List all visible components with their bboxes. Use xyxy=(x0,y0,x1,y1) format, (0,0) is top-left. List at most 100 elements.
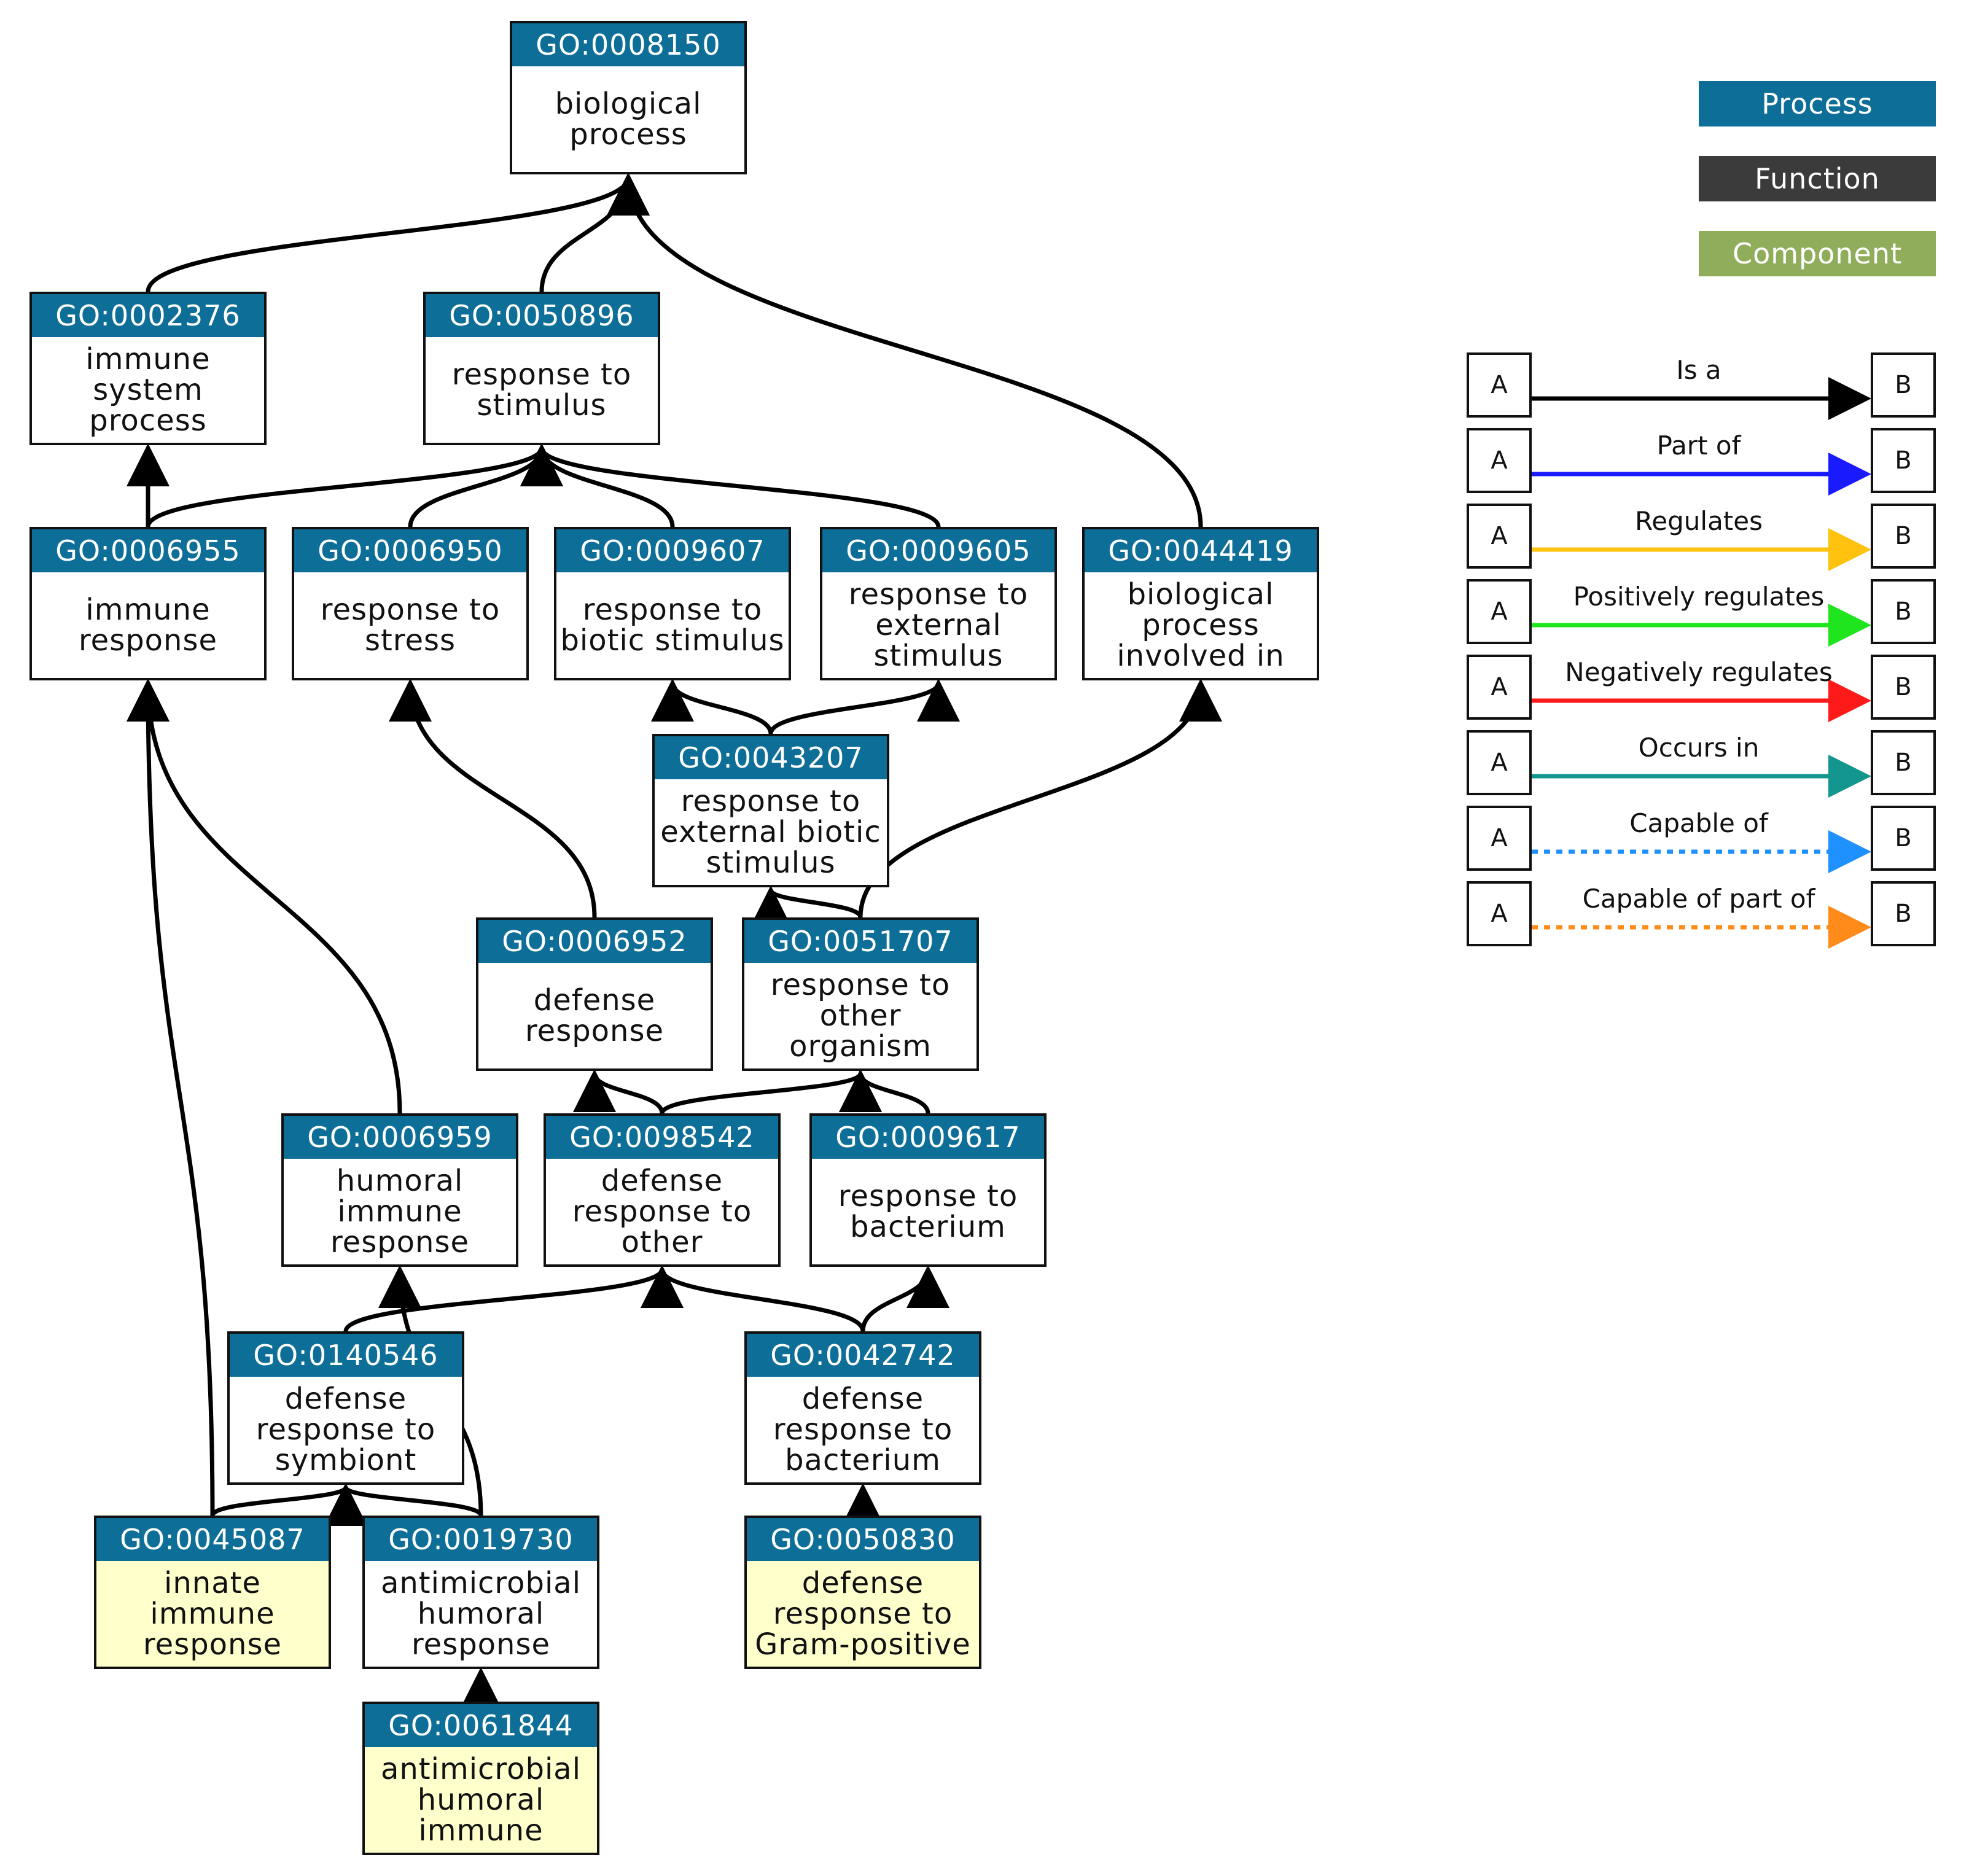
legend-box-b: B xyxy=(1871,806,1936,871)
go-node-0008150[interactable]: GO:0008150 biological process xyxy=(510,21,747,174)
edge-0009617-to-0051707 xyxy=(839,1069,930,1114)
edge-0045087-to-0006955 xyxy=(127,679,215,1516)
go-term-label: response to bacterium xyxy=(838,1179,1018,1244)
edge-0098542-to-0051707 xyxy=(660,1069,882,1115)
go-term-label: defense response xyxy=(524,983,664,1048)
legend-relation-label: Capable of xyxy=(1629,808,1768,838)
go-term-label: defense response to other xyxy=(572,1164,752,1259)
edge-0044419-to-0008150 xyxy=(607,173,1203,527)
go-id: GO:0009605 xyxy=(822,529,1055,572)
go-term-label: defense response to Gram-positive xyxy=(755,1566,971,1662)
legend-component: Component xyxy=(1699,231,1936,276)
go-node-0006950[interactable]: GO:0006950 response to stress xyxy=(292,527,529,680)
legend-relation-label: Negatively regulates xyxy=(1565,657,1833,687)
go-term-label: innate immune response xyxy=(142,1566,282,1662)
go-term-label: response to external biotic stimulus xyxy=(660,784,881,880)
go-id: GO:0006952 xyxy=(478,920,711,963)
go-node-0045087[interactable]: GO:0045087 innate immune response xyxy=(94,1516,331,1669)
legend-box-b: B xyxy=(1871,655,1936,720)
edge-0019730-to-0140546 xyxy=(324,1483,483,1527)
legend-box-a: A xyxy=(1467,881,1532,946)
go-node-0019730[interactable]: GO:0019730 antimicrobial humoral respons… xyxy=(362,1516,599,1669)
legend-box-b: B xyxy=(1871,730,1936,795)
legend-box-a: A xyxy=(1467,428,1532,493)
legend-box-b: B xyxy=(1871,352,1936,418)
go-term-label: biological process involved in xyxy=(1117,577,1285,673)
go-term-label: immune system process xyxy=(85,342,211,438)
go-term-label: antimicrobial humoral immune xyxy=(380,1752,582,1848)
legend-relation-label: Regulates xyxy=(1634,506,1763,536)
legend-box-a: A xyxy=(1467,352,1532,418)
legend-relation-label: Positively regulates xyxy=(1573,582,1825,612)
go-id: GO:0044419 xyxy=(1085,529,1317,572)
go-node-0002376[interactable]: GO:0002376 immune system process xyxy=(29,292,267,445)
go-id: GO:0140546 xyxy=(230,1334,462,1377)
legend-box-a: A xyxy=(1467,730,1532,795)
legend-relation-label: Occurs in xyxy=(1638,733,1760,763)
edge-0006959-to-0006955 xyxy=(127,679,402,1114)
go-node-0051707[interactable]: GO:0051707 response to other organism xyxy=(742,917,979,1071)
go-id: GO:0050896 xyxy=(426,294,658,337)
legend-relation-label: Is a xyxy=(1676,355,1721,385)
go-term-label: immune response xyxy=(78,593,217,658)
go-node-0006952[interactable]: GO:0006952 defense response xyxy=(476,917,713,1071)
go-id: GO:0051707 xyxy=(744,920,977,963)
edge-0051707-to-0044419 xyxy=(858,679,1222,918)
edge-0042742-to-0098542 xyxy=(641,1265,865,1332)
go-term-label: humoral immune response xyxy=(330,1164,469,1259)
go-node-0009605[interactable]: GO:0009605 response to external stimulus xyxy=(820,527,1057,680)
go-node-0044419[interactable]: GO:0044419 biological process involved i… xyxy=(1082,527,1319,680)
go-term-label: response to stress xyxy=(320,593,501,658)
edge-0002376-to-0008150 xyxy=(146,173,650,292)
legend-box-b: B xyxy=(1871,504,1936,569)
go-node-0009607[interactable]: GO:0009607 response to biotic stimulus xyxy=(554,527,791,680)
go-id: GO:0019730 xyxy=(365,1518,597,1561)
edge-0042742-to-0009617 xyxy=(860,1265,949,1332)
go-node-0050830[interactable]: GO:0050830 defense response to Gram-posi… xyxy=(744,1516,981,1669)
edge-0045087-to-0140546 xyxy=(210,1483,367,1527)
go-term-label: defense response to bacterium xyxy=(773,1382,953,1477)
legend-relation-label: Part of xyxy=(1656,430,1741,461)
go-node-0061844[interactable]: GO:0061844 antimicrobial humoral immune xyxy=(362,1702,599,1855)
go-id: GO:0098542 xyxy=(546,1116,778,1159)
go-term-label: defense response to symbiont xyxy=(255,1382,436,1477)
legend-box-a: A xyxy=(1467,655,1532,720)
edge-0043207-to-0009607 xyxy=(651,679,773,734)
go-node-0006955[interactable]: GO:0006955 immune response xyxy=(29,527,267,680)
go-id: GO:0006959 xyxy=(284,1116,516,1159)
legend-box-b: B xyxy=(1871,428,1936,493)
go-node-0042742[interactable]: GO:0042742 defense response to bacterium xyxy=(744,1331,981,1485)
legend-box-a: A xyxy=(1467,579,1532,644)
go-id: GO:0050830 xyxy=(747,1518,979,1561)
edge-0098542-to-0006952 xyxy=(573,1069,665,1114)
go-node-0050896[interactable]: GO:0050896 response to stimulus xyxy=(423,292,660,445)
legend-box-b: B xyxy=(1871,579,1936,644)
go-id: GO:0006950 xyxy=(294,529,526,572)
go-id: GO:0002376 xyxy=(32,294,264,337)
go-node-0098542[interactable]: GO:0098542 defense response to other xyxy=(544,1113,781,1267)
legend-box-a: A xyxy=(1467,806,1532,871)
go-term-label: biological process xyxy=(555,87,702,152)
go-term-label: response to external stimulus xyxy=(848,577,1029,673)
go-node-0140546[interactable]: GO:0140546 defense response to symbiont xyxy=(227,1331,464,1485)
go-id: GO:0009617 xyxy=(812,1116,1044,1159)
edge-0009605-to-0050896 xyxy=(520,443,941,527)
go-node-0006959[interactable]: GO:0006959 humoral immune response xyxy=(281,1113,518,1267)
legend-process: Process xyxy=(1699,81,1936,126)
go-term-label: response to biotic stimulus xyxy=(560,593,785,658)
go-node-0009617[interactable]: GO:0009617 response to bacterium xyxy=(809,1113,1047,1267)
legend-relation-label: Capable of part of xyxy=(1582,884,1815,914)
go-id: GO:0008150 xyxy=(512,23,744,66)
edge-0051707-to-0043207 xyxy=(749,885,863,929)
go-node-0043207[interactable]: GO:0043207 response to external biotic s… xyxy=(652,734,889,887)
go-id: GO:0061844 xyxy=(365,1704,597,1747)
go-id: GO:0006955 xyxy=(32,529,264,572)
edge-0043207-to-0009605 xyxy=(768,679,960,735)
go-term-label: antimicrobial humoral response xyxy=(380,1566,582,1662)
legend-box-a: A xyxy=(1467,504,1532,569)
go-id: GO:0043207 xyxy=(655,736,887,779)
edge-0006952-to-0006950 xyxy=(389,679,597,918)
go-id: GO:0042742 xyxy=(747,1334,979,1377)
